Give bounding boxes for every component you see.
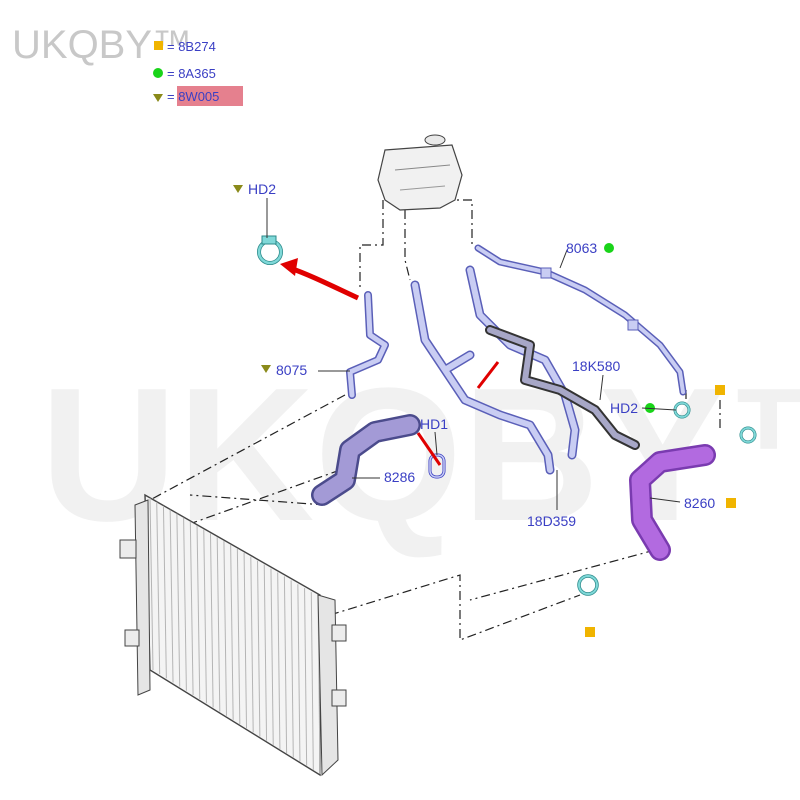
radiator-fin <box>297 584 301 762</box>
label-8260: 8260 <box>684 495 715 511</box>
label-18k580: 18K580 <box>572 358 620 374</box>
radiator-fin <box>216 537 221 712</box>
hose-8075 <box>346 291 389 399</box>
radiator-fin <box>183 517 187 691</box>
legend-highlight <box>177 86 243 106</box>
radiator-fin <box>243 552 248 729</box>
legend-item-2: = 8A365 <box>167 66 216 81</box>
triangle-marker-8075-icon <box>261 365 271 373</box>
radiator-fin <box>203 529 207 704</box>
circle-marker-8063-icon <box>604 243 614 253</box>
radiator-fin <box>236 548 241 725</box>
hose-center <box>410 280 555 475</box>
radiator-fin <box>209 533 214 708</box>
leader-lines <box>266 198 681 510</box>
watermark-small: UKQBY™ <box>12 23 192 67</box>
expansion-tank <box>377 134 463 211</box>
legend: = 8B274 = 8A365 = 8W005 <box>153 39 243 106</box>
radiator <box>119 493 347 777</box>
radiator-fin <box>196 525 201 700</box>
legend-item-1: = 8B274 <box>167 39 216 54</box>
square-marker-8260-icon <box>726 498 736 508</box>
hose-8063 <box>474 244 687 396</box>
radiator-fin <box>290 580 294 758</box>
radiator-fin <box>310 592 314 770</box>
hose-18k580 <box>485 325 640 450</box>
radiator-fin <box>169 509 174 683</box>
legend-circle-icon <box>153 68 163 78</box>
radiator-fin <box>230 545 234 720</box>
hose-8286 <box>311 414 421 506</box>
radiator-fin <box>189 521 194 695</box>
legend-triangle-icon <box>153 94 163 102</box>
triangle-marker-hd2-icon <box>233 185 243 193</box>
radiator-fin <box>149 497 154 671</box>
label-8063: 8063 <box>566 240 597 256</box>
radiator-fin <box>263 564 268 741</box>
label-8286: 8286 <box>384 469 415 485</box>
radiator-fin <box>156 501 161 675</box>
clamp-bottom-icon <box>577 574 599 596</box>
hose-8260 <box>629 444 716 561</box>
radiator-fin <box>270 568 274 745</box>
label-18d359: 18D359 <box>527 513 576 529</box>
square-marker-top-right-icon <box>715 385 725 395</box>
radiator-fin <box>250 556 254 733</box>
label-hd2-right: HD2 <box>610 400 638 416</box>
radiator-fin <box>304 588 308 766</box>
radiator-fin <box>283 576 288 754</box>
clamp-top-right-icon <box>739 426 757 444</box>
clamp-hd2-top-icon <box>257 235 283 265</box>
radiator-fin <box>277 572 281 750</box>
label-hd2-top: HD2 <box>248 181 276 197</box>
hose-18d359 <box>465 265 580 460</box>
radiator-fin <box>162 505 167 679</box>
label-8075: 8075 <box>276 362 307 378</box>
radiator-fin <box>223 541 227 716</box>
radiator-fin <box>176 513 181 687</box>
label-hd1: HD1 <box>420 416 448 432</box>
radiator-fin <box>257 560 261 737</box>
legend-item-3: = 8W005 <box>167 89 219 104</box>
red-arrows <box>280 258 500 466</box>
legend-square-icon <box>154 41 163 50</box>
square-marker-bottom-icon <box>585 627 595 637</box>
